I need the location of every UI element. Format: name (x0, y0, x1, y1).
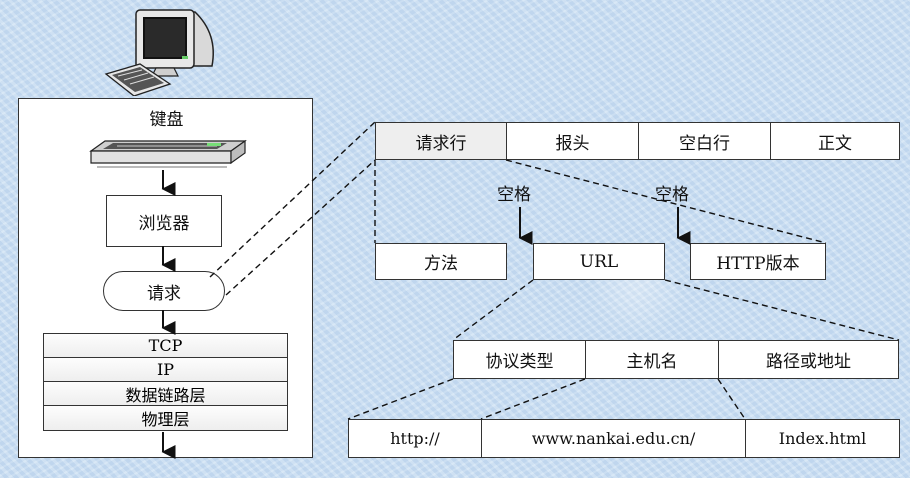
dash-protocol-left (347, 378, 454, 420)
example-host: www.nankai.edu.cn/ (482, 420, 746, 457)
url-part-path: 路径或地址 (766, 352, 851, 372)
method-box: 方法 (375, 243, 507, 280)
part-headers: 报头 (507, 123, 639, 159)
keyboard-icon (89, 139, 247, 168)
dash-requestline-right (505, 159, 827, 244)
layer-tcp: TCP (44, 334, 287, 358)
url-part-protocol: 协议类型 (454, 341, 586, 378)
space-label-1: 空格 (497, 185, 531, 205)
computer-icon (104, 9, 214, 96)
space-label-2: 空格 (655, 185, 689, 205)
dash-request-to-line-top (209, 121, 376, 278)
dash-host-path (717, 378, 746, 420)
example-protocol: http:// (349, 420, 482, 457)
dash-protocol-host (480, 378, 586, 420)
url-box: URL (533, 243, 665, 280)
layer-physical: 物理层 (44, 406, 287, 430)
keyboard-label: 键盘 (149, 110, 184, 130)
part-blank-line: 空白行 (639, 123, 771, 159)
url-example-parts: http:// www.nankai.edu.cn/ Index.html (348, 419, 900, 458)
http-version-box: HTTP版本 (690, 243, 826, 280)
url-parts: 协议类型 主机名 路径或地址 (453, 340, 899, 379)
part-request-line: 请求行 (376, 123, 507, 159)
http-message-parts: 请求行 报头 空白行 正文 (375, 122, 900, 160)
dash-url-right (664, 279, 900, 341)
network-layers: TCP IP 数据链路层 物理层 (43, 333, 288, 431)
layer-ip: IP (44, 358, 287, 382)
dash-request-to-line-bottom (225, 159, 376, 296)
part-body: 正文 (818, 133, 852, 154)
request-node: 请求 (103, 271, 225, 311)
protocol-stack-panel: 键盘 浏览器 请求 TCP IP 数据链路层 物理层 (18, 98, 313, 458)
url-part-host: 主机名 (586, 341, 719, 378)
layer-data-link: 数据链路层 (44, 382, 287, 406)
example-path: Index.html (778, 429, 867, 448)
dash-url-left (452, 279, 534, 341)
